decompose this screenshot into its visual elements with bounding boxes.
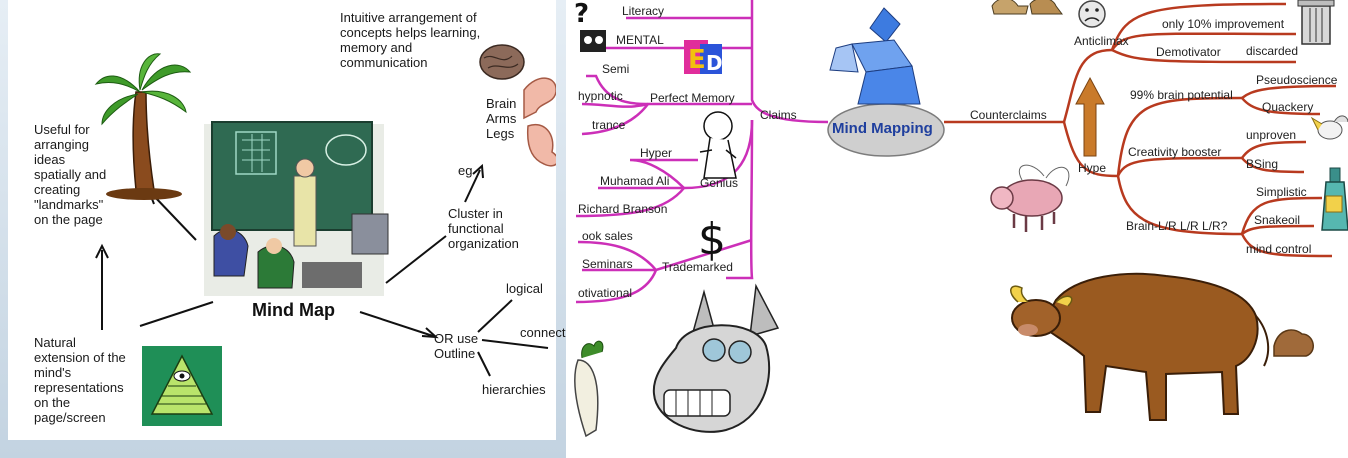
- label-hype: Hype: [1078, 161, 1106, 175]
- leg-icon: [528, 125, 556, 166]
- branch-creativity-booster: [1118, 158, 1242, 176]
- label-claims: Claims: [760, 108, 797, 122]
- donkey-icon: [654, 286, 778, 432]
- or-use-label: OR use Outline: [434, 331, 478, 361]
- top-note: Intuitive arrangement of concepts helps …: [340, 10, 480, 70]
- letters-icon: E D: [684, 40, 723, 75]
- label-mental: MENTAL: [616, 33, 664, 47]
- svg-text:?: ?: [574, 0, 589, 29]
- bird-icon: [1312, 116, 1348, 139]
- cluster-note: Cluster in functional organization: [448, 206, 519, 251]
- brain-icon: [480, 45, 524, 79]
- sad-face-icon: [1079, 1, 1105, 27]
- classroom-icon: [204, 122, 388, 296]
- label-hyper: Hyper: [640, 146, 672, 160]
- carrot-icon: [575, 341, 603, 436]
- label-book-sales: ook sales: [582, 229, 633, 243]
- label-literacy: Literacy: [622, 4, 664, 18]
- label-genius: Genius: [700, 176, 738, 190]
- label-counterclaims: Counterclaims: [970, 108, 1047, 122]
- connector-cluster: [386, 236, 446, 283]
- connector-pyramid: [140, 302, 213, 326]
- thinker-icon: [700, 112, 736, 178]
- bull-icon: [1011, 274, 1268, 420]
- label-snakeoil: Snakeoil: [1254, 213, 1300, 227]
- label-creativity-booster: Creativity booster: [1128, 145, 1221, 159]
- pyramid-eye-icon: [142, 346, 222, 426]
- logical-label: logical: [506, 281, 543, 296]
- claims-trunk-down: [726, 120, 752, 278]
- svg-text:E: E: [688, 45, 706, 75]
- flying-pig-icon: [991, 165, 1069, 232]
- label-semi: Semi: [602, 62, 629, 76]
- natural-note: Natural extension of the mind's represen…: [34, 335, 126, 425]
- question-robot-icon: ?: [574, 0, 606, 52]
- branch-snakeoil: [1242, 226, 1314, 234]
- label-discarded: discarded: [1246, 44, 1298, 58]
- useful-note: Useful for arranging ideas spatially and…: [34, 122, 106, 227]
- branch-99-brain: [1118, 98, 1242, 176]
- origami-person-icon: [830, 8, 920, 104]
- eg-label: eg: [458, 163, 472, 178]
- connector-logical: [478, 300, 512, 332]
- hierarchies-label: hierarchies: [482, 382, 546, 397]
- label-motivational: otivational: [578, 286, 632, 300]
- mind-map-title: Mind Map: [252, 300, 335, 321]
- label-99-brain: 99% brain potential: [1130, 88, 1233, 102]
- trash-can-icon: [1298, 0, 1334, 44]
- label-anticlimax: Anticlimax: [1074, 34, 1129, 48]
- dollar-icon: $: [698, 214, 726, 265]
- center-mind-mapping: Mind Mapping: [832, 122, 933, 136]
- branch-unproven: [1242, 142, 1306, 158]
- camels-icon: [992, 0, 1062, 14]
- label-quackery: Quackery: [1262, 100, 1313, 114]
- claims-trunk-up: [752, 0, 828, 122]
- brain-list: Brain Arms Legs: [486, 96, 516, 141]
- branch-pseudoscience: [1242, 86, 1336, 98]
- left-mind-map-panel: Intuitive arrangement of concepts helps …: [0, 0, 566, 458]
- label-simplistic: Simplistic: [1256, 185, 1307, 199]
- label-perfect-memory: Perfect Memory: [650, 91, 735, 105]
- label-seminars: Seminars: [582, 257, 633, 271]
- connector-hierarchies: [478, 352, 490, 376]
- label-pseudoscience: Pseudoscience: [1256, 73, 1337, 87]
- palm-tree-icon: [96, 54, 190, 200]
- flexed-arm-icon: [524, 78, 556, 118]
- label-mind-control: mind control: [1246, 242, 1311, 256]
- label-demotivator: Demotivator: [1156, 45, 1221, 59]
- label-trademarked: Trademarked: [662, 260, 733, 274]
- connector-useful: [153, 195, 196, 240]
- bottle-icon: [1322, 168, 1348, 230]
- up-arrow-icon: [1076, 78, 1104, 156]
- connector-outline: [360, 312, 433, 336]
- label-unproven: unproven: [1246, 128, 1296, 142]
- right-map-drawing: ? E D $: [566, 0, 1348, 458]
- label-brain-lr: Brain-L/R L/R L/R?: [1126, 219, 1227, 233]
- label-only-10: only 10% improvement: [1162, 17, 1284, 31]
- label-muhamad-ali: Muhamad Ali: [600, 174, 669, 188]
- connected-label: connected: [520, 325, 566, 340]
- label-hypnotic: hypnotic: [578, 89, 623, 103]
- label-bsing: BSing: [1246, 157, 1278, 171]
- label-trance: trance: [592, 118, 625, 132]
- label-richard-branson: Richard Branson: [578, 202, 667, 216]
- right-mind-map-panel: ? E D $: [566, 0, 1348, 458]
- svg-text:D: D: [706, 51, 723, 75]
- dung-icon: [1274, 330, 1313, 356]
- left-mind-map-card: Intuitive arrangement of concepts helps …: [8, 0, 556, 440]
- connector-connected: [482, 340, 548, 348]
